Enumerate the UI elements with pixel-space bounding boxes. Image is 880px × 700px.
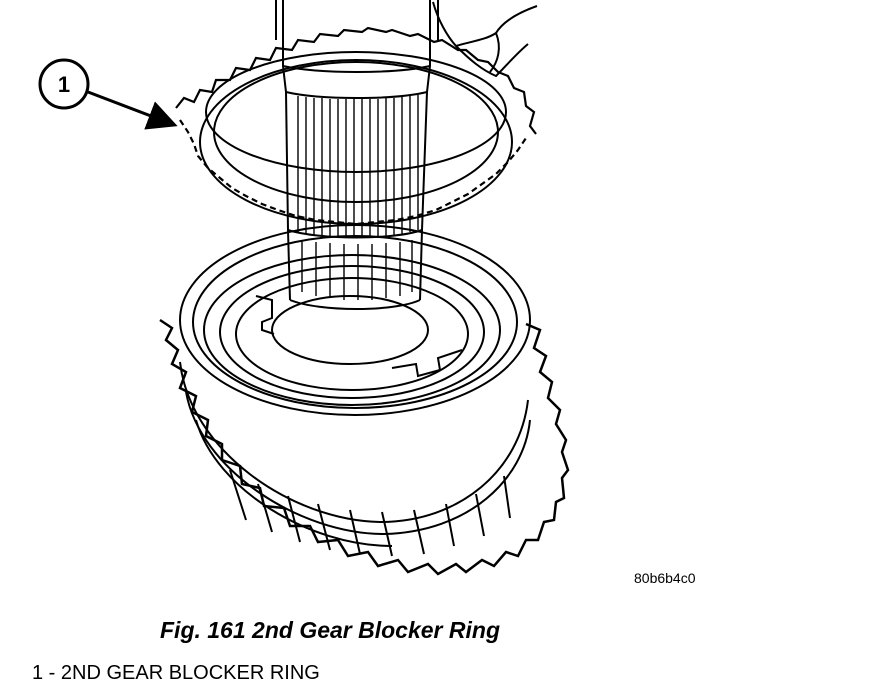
image-code: 80b6b4c0 bbox=[634, 570, 696, 586]
blocker-ring-teeth bbox=[175, 26, 537, 135]
callout-leader-arrow bbox=[87, 90, 178, 130]
legend-item: 1 - 2ND GEAR BLOCKER RING bbox=[32, 662, 320, 684]
second-gear bbox=[159, 224, 570, 576]
callout-number: 1 bbox=[58, 72, 70, 97]
callout-1: 1 bbox=[38, 58, 178, 130]
blocker-ring bbox=[175, 26, 537, 226]
gear-teeth-outline bbox=[159, 318, 570, 576]
transmission-illustration: 1 80b6b4c0 bbox=[38, 0, 696, 586]
hand-outline bbox=[432, 1, 538, 78]
figure-caption: Fig. 161 2nd Gear Blocker Ring bbox=[160, 617, 500, 643]
callout-circle bbox=[38, 58, 90, 110]
